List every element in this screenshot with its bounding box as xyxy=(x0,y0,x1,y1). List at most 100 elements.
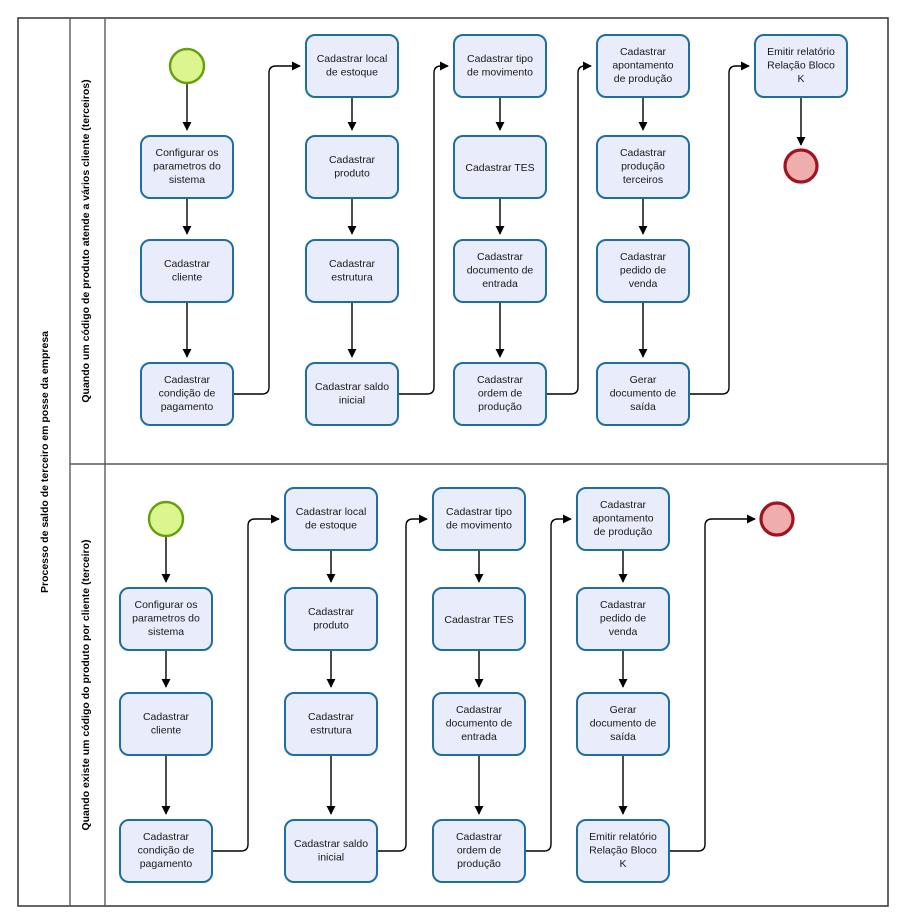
task-box[interactable] xyxy=(305,135,399,199)
flow-connector xyxy=(377,514,428,852)
task-box[interactable] xyxy=(284,587,378,651)
flow-connector xyxy=(525,514,572,852)
task-box[interactable] xyxy=(453,239,547,303)
task-box[interactable] xyxy=(596,34,690,98)
end-event-circle-icon[interactable] xyxy=(759,501,795,537)
start-event-circle-icon[interactable] xyxy=(168,47,206,85)
task-box[interactable] xyxy=(453,34,547,98)
flow-connector xyxy=(398,61,449,395)
task-box[interactable] xyxy=(432,587,526,651)
task-box[interactable] xyxy=(596,135,690,199)
flow-connector xyxy=(689,61,750,395)
task-box[interactable] xyxy=(284,819,378,883)
flow-connector xyxy=(546,61,592,395)
task-box[interactable] xyxy=(305,239,399,303)
task-box[interactable] xyxy=(119,692,213,756)
task-box[interactable] xyxy=(284,487,378,551)
task-node[interactable]: Cadastrar TES xyxy=(432,587,526,651)
task-box[interactable] xyxy=(453,135,547,199)
task-box[interactable] xyxy=(140,362,234,426)
pool-title-label: Processo de saldo de terceiro em posse d… xyxy=(39,331,51,593)
task-box[interactable] xyxy=(119,587,213,651)
lane-2-title-label: Quando existe um código do produto por c… xyxy=(80,539,92,830)
task-box[interactable] xyxy=(140,239,234,303)
lane-1-connectors xyxy=(182,61,806,395)
task-box[interactable] xyxy=(754,34,848,98)
flow-connector xyxy=(233,61,301,395)
task-node[interactable]: Cadastrar TES xyxy=(453,135,547,199)
task-box[interactable] xyxy=(596,239,690,303)
task-box[interactable] xyxy=(305,34,399,98)
task-box[interactable] xyxy=(576,819,670,883)
start-event-circle-icon[interactable] xyxy=(147,500,185,538)
task-box[interactable] xyxy=(119,819,213,883)
task-box[interactable] xyxy=(576,587,670,651)
lane-1-title-label: Quando um código de produto atende a vár… xyxy=(80,79,92,402)
lane-2-connectors xyxy=(161,514,756,852)
task-box[interactable] xyxy=(576,692,670,756)
task-box[interactable] xyxy=(284,692,378,756)
task-box[interactable] xyxy=(576,487,670,551)
task-box[interactable] xyxy=(432,692,526,756)
task-box[interactable] xyxy=(432,487,526,551)
flow-connector xyxy=(669,514,756,852)
task-box[interactable] xyxy=(596,362,690,426)
task-box[interactable] xyxy=(140,135,234,199)
task-box[interactable] xyxy=(453,362,547,426)
task-box[interactable] xyxy=(305,362,399,426)
end-event-circle-icon[interactable] xyxy=(783,148,819,184)
lane-title-lane-1: Quando um código de produto atende a vár… xyxy=(80,79,92,402)
task-label-line: Cadastrar TES xyxy=(465,162,534,174)
task-box[interactable] xyxy=(432,819,526,883)
